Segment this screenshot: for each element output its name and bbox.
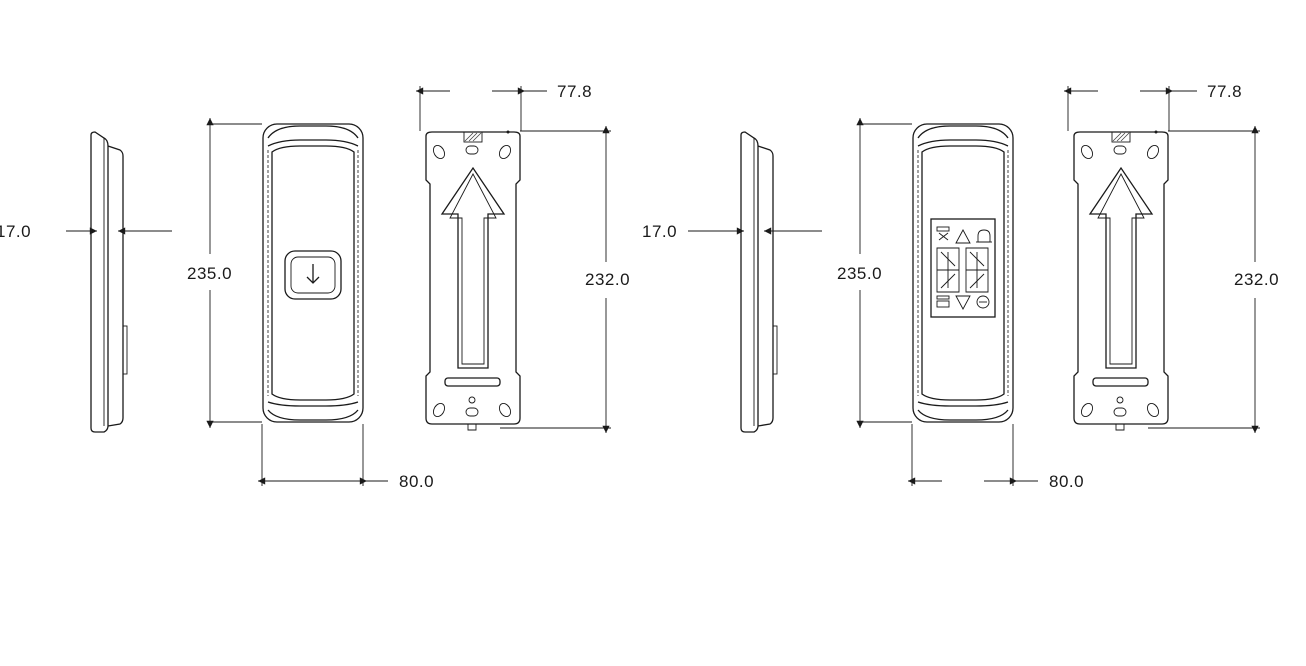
left-side-view xyxy=(90,131,128,433)
triangle-down-icon xyxy=(955,295,971,310)
right-front-view xyxy=(912,123,1014,423)
left-front-view xyxy=(262,123,364,423)
left-back-plate xyxy=(425,130,521,431)
left-set: 17.0 xyxy=(0,82,630,491)
right-plate-width-label: 77.8 xyxy=(1207,82,1242,101)
digit-left xyxy=(936,247,960,293)
right-plate-height-label: 232.0 xyxy=(1234,270,1279,289)
triangle-up-icon xyxy=(955,229,971,244)
bell-icon xyxy=(976,229,992,243)
left-height-dimension: 235.0 xyxy=(187,117,262,428)
floor-display xyxy=(930,218,996,318)
right-plate-width-dimension: 77.8 xyxy=(1063,82,1242,131)
arrow-up-icon xyxy=(440,166,506,369)
right-side-view xyxy=(740,131,778,433)
digit-right xyxy=(965,247,989,293)
left-plate-height-dimension: 232.0 xyxy=(500,125,630,433)
left-height-label: 235.0 xyxy=(187,264,232,283)
right-set: 17.0 xyxy=(642,82,1279,491)
left-plate-width-dimension: 77.8 xyxy=(416,82,592,131)
right-plate-height-dimension: 232.0 xyxy=(1148,125,1279,433)
arrow-down-icon xyxy=(306,264,320,284)
call-button xyxy=(284,250,342,300)
right-height-label: 235.0 xyxy=(837,264,882,283)
left-width-dimension: 80.0 xyxy=(258,424,434,491)
right-depth-label: 17.0 xyxy=(642,222,677,241)
right-width-label: 80.0 xyxy=(1049,472,1084,491)
left-depth-label: 17.0 xyxy=(0,222,31,241)
right-height-dimension: 235.0 xyxy=(837,117,912,428)
right-back-plate xyxy=(1073,130,1169,431)
left-width-label: 80.0 xyxy=(399,472,434,491)
left-plate-width-label: 77.8 xyxy=(557,82,592,101)
right-width-dimension: 80.0 xyxy=(908,424,1084,491)
right-depth-dimension: 17.0 xyxy=(642,222,822,241)
left-depth-dimension: 17.0 xyxy=(0,222,172,241)
arrow-up-icon xyxy=(1088,166,1154,369)
left-plate-height-label: 232.0 xyxy=(585,270,630,289)
